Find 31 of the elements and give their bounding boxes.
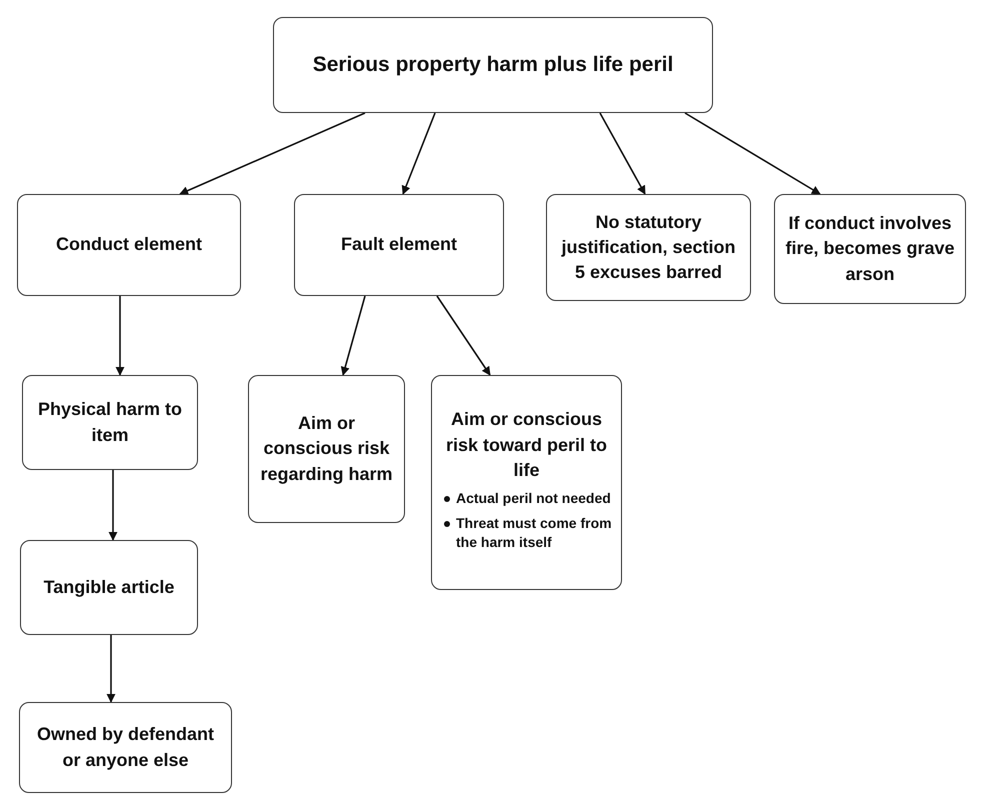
process-box [774, 194, 966, 304]
box-title: Conduct element [56, 233, 202, 256]
arrow [108, 470, 118, 541]
arrow [436, 296, 491, 376]
bullet-text: Actual peril not needed [456, 490, 611, 506]
process-box [546, 194, 751, 301]
box-title: Owned by defendant or anyone else [36, 723, 215, 772]
process-box [17, 194, 241, 296]
process-box [20, 540, 198, 635]
arrow [684, 112, 821, 195]
process-box [19, 702, 232, 793]
process-box [22, 375, 198, 470]
box-title: Serious property harm plus life peril [312, 52, 674, 78]
arrow [402, 112, 436, 195]
process-box [273, 17, 713, 113]
process-box [248, 375, 405, 523]
arrow [599, 112, 646, 195]
box-title: No statutory justification, section 5 excuses barred [560, 210, 737, 284]
box-title: Tangible article [44, 576, 174, 599]
arrow [106, 635, 116, 703]
arrow [179, 112, 366, 195]
box-title: Fault element [340, 233, 458, 256]
box-title: Physical harm to item [36, 398, 184, 446]
box-title: If conduct involves fire, becomes grave arson [784, 212, 956, 286]
box-title: Aim or conscious risk toward peril to life [444, 408, 608, 482]
process-box [431, 375, 622, 590]
arrow [340, 296, 366, 376]
process-box [294, 194, 504, 296]
bullet-text: Threat must come from the harm itself [456, 514, 612, 550]
arrow [116, 296, 124, 376]
box-title: Aim or conscious risk regarding harm [259, 412, 394, 486]
